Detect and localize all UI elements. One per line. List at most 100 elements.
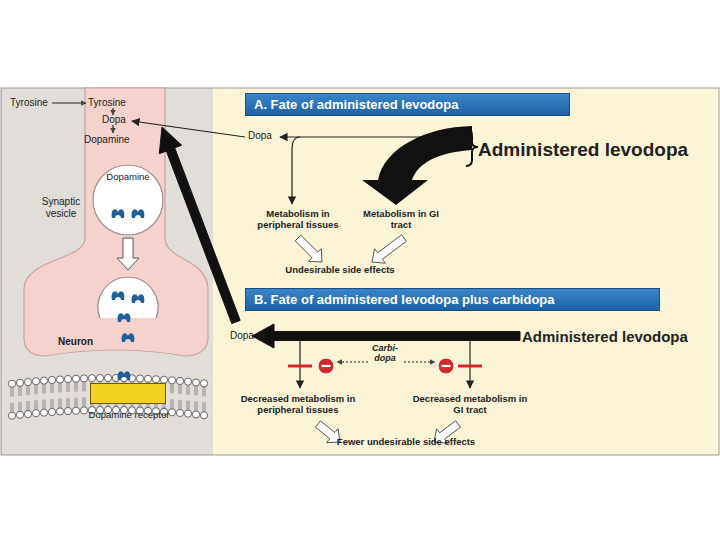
lipid-head (176, 377, 183, 384)
outcome-arrow (316, 421, 341, 443)
synthesis-arrow (52, 102, 86, 103)
synthesis-arrow (112, 108, 113, 115)
part-label: Synaptic vesicle (30, 196, 92, 219)
section-header: A. Fate of administered levodopa (245, 93, 570, 116)
outcome-arrow (372, 235, 406, 263)
outcome-text: Fewer undesirable side effects (318, 437, 494, 448)
lipid-tail (11, 403, 12, 413)
lipid-head (144, 375, 151, 382)
drug-label: Carbi- dopa (368, 343, 402, 364)
outcome-text: Metabolism in GI tract (356, 209, 446, 231)
synaptic-vesicle: Dopamine (92, 164, 164, 236)
lipid-tail (77, 398, 78, 408)
lipid-tail (171, 383, 172, 393)
lipid-head (152, 376, 159, 383)
lipid-tail (61, 399, 62, 409)
lipid-tail (205, 386, 206, 396)
lipid-head (72, 375, 79, 382)
lipid-head (96, 374, 103, 381)
lipid-head (112, 374, 119, 381)
synthesis-arrow (112, 125, 113, 133)
dopamine-molecule (132, 294, 145, 303)
lipid-tail (13, 403, 14, 413)
lipid-head (24, 410, 31, 417)
lipid-head (16, 379, 23, 386)
lipid-tail (19, 402, 20, 412)
lipid-head (136, 375, 143, 382)
lipid-tail (85, 397, 86, 407)
lipid-tail (173, 383, 174, 393)
vesicle-circle (93, 165, 163, 235)
lipid-head (48, 408, 55, 415)
lipid-tail (13, 387, 14, 397)
lipid-tail (27, 385, 28, 395)
lipid-tail (43, 400, 44, 410)
section-header: B. Fate of administered levodopa plus ca… (245, 288, 660, 311)
dopamine-molecule (112, 209, 125, 218)
lipid-tail (51, 399, 52, 409)
lipid-head (24, 378, 31, 385)
lipid-tail (69, 382, 70, 392)
lipid-head (184, 410, 191, 417)
lipid-tail (179, 384, 180, 394)
lipid-tail (75, 382, 76, 392)
receptor-box: Dopamine receptor (90, 383, 166, 404)
substance-label: Dopa (230, 330, 254, 342)
node-text: Dopa (102, 114, 126, 126)
lipid-tail (43, 384, 44, 394)
lipid-head (192, 379, 199, 386)
drug-label: Administered levodopa (522, 328, 688, 345)
lipid-tail (189, 385, 190, 395)
lipid-tail (21, 386, 22, 396)
lipid-head (80, 407, 87, 414)
lipid-head (64, 375, 71, 382)
lipid-tail (45, 384, 46, 394)
lipid-tail (195, 385, 196, 395)
dopamine-molecule (132, 209, 145, 218)
lipid-tail (21, 402, 22, 412)
outcome-text: Metabolism in peripheral tissues (246, 209, 350, 231)
lipid-tail (197, 401, 198, 411)
lipid-tail (67, 382, 68, 392)
lipid-tail (59, 399, 60, 409)
lipid-head (8, 412, 15, 419)
outcome-text: Decreased metabolism in GI tract (408, 394, 532, 416)
uptake-arrow (159, 127, 240, 324)
figure-border (1, 88, 719, 455)
neuron-body (24, 88, 208, 356)
brace (466, 128, 478, 166)
node-text: Dopamine (92, 172, 164, 183)
lipid-head (200, 380, 207, 387)
neuron-shape: TyrosineDopaDopamineNeuronDopamine (20, 88, 210, 358)
lipid-head (64, 407, 71, 414)
lipid-head (40, 409, 47, 416)
inhibit-symbol (438, 358, 454, 374)
lipid-tail (203, 402, 204, 412)
dopamine-molecule (122, 333, 135, 342)
lipid-tail (59, 383, 60, 393)
lipid-head (120, 375, 127, 382)
lipid-tail (189, 401, 190, 411)
lipid-head (176, 409, 183, 416)
lipid-tail (61, 383, 62, 393)
block-bar (288, 365, 312, 368)
lipid-tail (83, 397, 84, 407)
lipid-tail (187, 401, 188, 411)
lipid-tail (51, 383, 52, 393)
lipid-tail (181, 384, 182, 394)
lipid-tail (11, 387, 12, 397)
fusing-vesicle (98, 277, 158, 318)
dopamine-molecule (118, 371, 131, 380)
lipid-head (168, 377, 175, 384)
right-panel (213, 88, 719, 455)
block-bar (458, 365, 482, 368)
lipid-tail (45, 400, 46, 410)
lipid-tail (75, 398, 76, 408)
flow-arrow (292, 137, 300, 204)
lipid-tail (37, 384, 38, 394)
lipid-head (56, 408, 63, 415)
lipid-tail (29, 385, 30, 395)
lipid-tail (67, 398, 68, 408)
lipid-head (88, 375, 95, 382)
